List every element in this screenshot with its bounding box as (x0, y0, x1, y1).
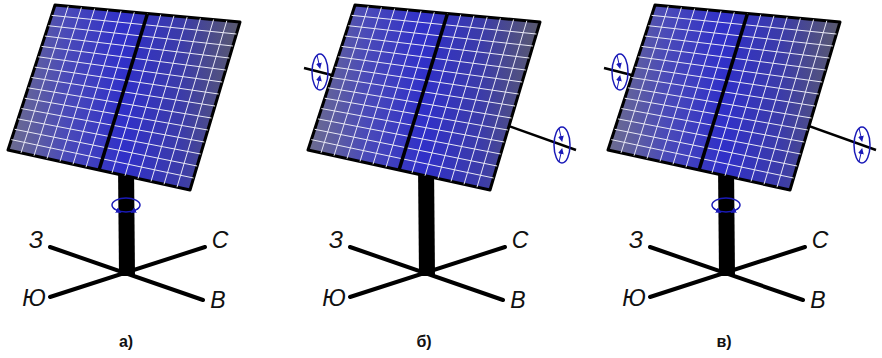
direction-label: С (212, 229, 229, 252)
direction-label: З (29, 229, 43, 252)
direction-label: Ю (622, 287, 646, 310)
solar-tracker (304, 5, 576, 300)
direction-label: З (629, 229, 643, 252)
subfigure-caption: а) (119, 334, 133, 350)
direction-label: Ю (322, 287, 346, 310)
direction-label: С (512, 229, 529, 252)
direction-label: В (810, 289, 825, 312)
direction-label: В (210, 289, 225, 312)
subfigure-caption: б) (416, 334, 431, 350)
direction-label: З (329, 229, 343, 252)
subfigure-caption: в) (716, 334, 731, 350)
solar-tracker (8, 5, 240, 300)
direction-label: В (510, 289, 525, 312)
direction-label: С (812, 229, 829, 252)
direction-label: Ю (22, 287, 46, 310)
solar-tracker (604, 5, 876, 300)
